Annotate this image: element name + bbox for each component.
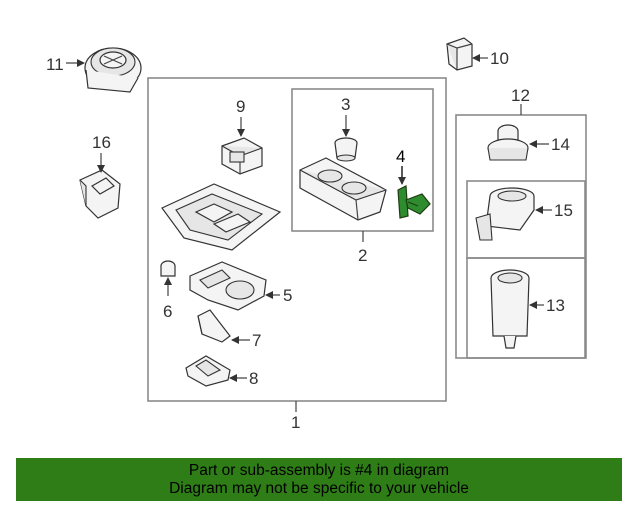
callout-10: 10 (490, 49, 509, 68)
callout-14: 14 (551, 135, 570, 154)
part-2-illustration (299, 157, 387, 221)
vehicle-fit-banner: Part or sub-assembly is #4 in diagram Di… (16, 458, 622, 501)
part-14-illustration (487, 124, 529, 161)
assembly-1-frame (147, 77, 447, 402)
console-tray-illustration (161, 183, 282, 251)
callout-9: 9 (236, 97, 245, 116)
callout-6: 6 (163, 302, 172, 321)
callout-11: 11 (46, 55, 64, 74)
part-4-highlighted (397, 185, 431, 219)
part-6-illustration (160, 260, 176, 277)
part-3-illustration (334, 137, 358, 162)
callout-2: 2 (358, 246, 367, 265)
callout-12: 12 (511, 86, 530, 105)
part-9-illustration (221, 137, 263, 175)
part-8-illustration (185, 355, 231, 387)
part-13-illustration (490, 269, 530, 349)
part-10-illustration (446, 37, 473, 71)
callout-7: 7 (252, 331, 261, 350)
callout-15: 15 (554, 201, 573, 220)
callout-1: 1 (291, 413, 300, 432)
banner-line-2: Diagram may not be specific to your vehi… (169, 479, 469, 497)
part-5-illustration (189, 261, 267, 311)
callout-3: 3 (341, 95, 350, 114)
banner-line-1: Part or sub-assembly is #4 in diagram (188, 461, 450, 479)
callout-13: 13 (546, 296, 565, 315)
part-16-illustration (79, 169, 121, 219)
callout-4: 4 (396, 147, 405, 166)
assembly-13-frame (466, 257, 586, 359)
part-7-illustration (197, 309, 231, 343)
part-15-illustration (475, 187, 535, 241)
callout-5: 5 (283, 286, 292, 305)
callout-16: 16 (92, 133, 111, 152)
callout-8: 8 (249, 369, 258, 388)
part-11-illustration (84, 47, 142, 93)
